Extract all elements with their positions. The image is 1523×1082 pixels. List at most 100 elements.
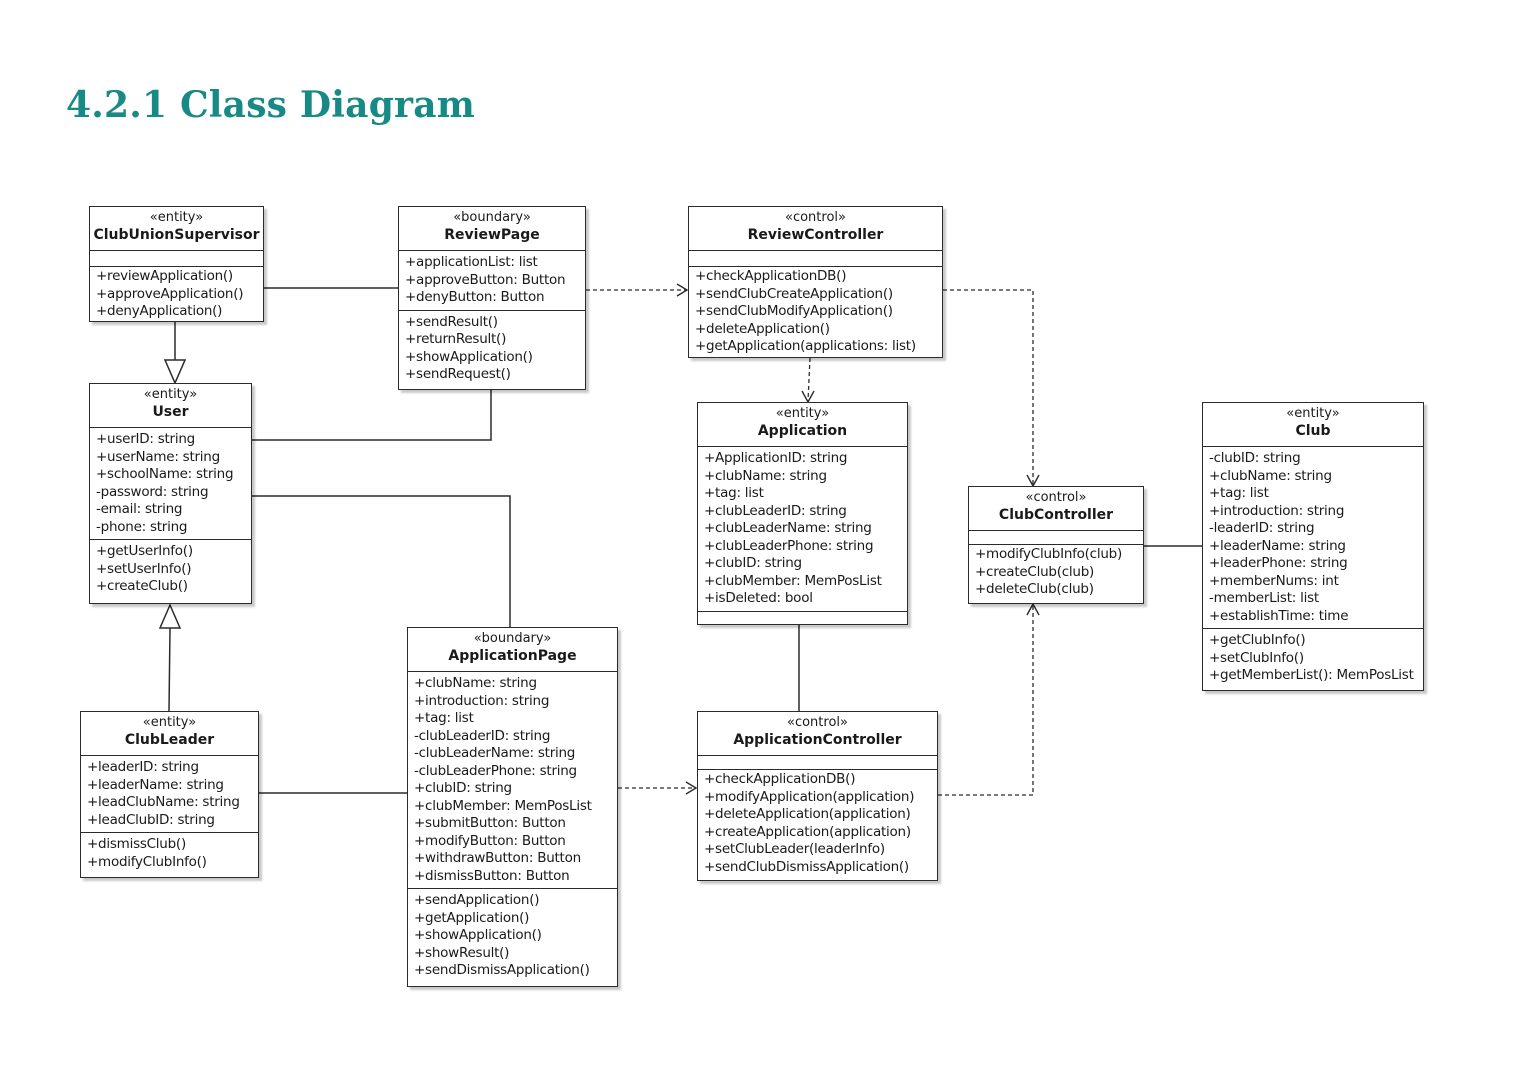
generalization-arrowhead-clubleader	[158, 603, 182, 629]
attribute: +schoolName: string	[96, 466, 234, 482]
attribute: +dismissButton: Button	[414, 867, 570, 884]
attribute: +approveButton: Button	[405, 271, 566, 288]
stereotype: «entity»	[775, 406, 830, 421]
operation: +createClub()	[96, 578, 188, 594]
attribute: +leaderID: string	[87, 759, 199, 775]
attributes-compartment: +ApplicationID: string +clubName: string…	[698, 447, 907, 612]
operation: +deleteApplication()	[695, 320, 830, 337]
attribute: +leaderPhone: string	[1209, 555, 1348, 571]
attribute: +clubLeaderPhone: string	[704, 537, 874, 554]
attribute: +memberNums: int	[1209, 572, 1339, 589]
stereotype: «entity»	[142, 715, 197, 730]
class-header: «boundary» ReviewPage	[399, 207, 585, 251]
operation: +setUserInfo()	[96, 560, 192, 577]
attribute: +leadClubName: string	[87, 794, 240, 810]
operation: +getApplication()	[414, 909, 530, 926]
operation: +deleteClub(club)	[975, 581, 1094, 597]
attributes-compartment: -clubID: string +clubName: string +tag: …	[1203, 447, 1423, 629]
operation: +modifyApplication(application)	[704, 788, 915, 805]
operations-compartment: +modifyClubInfo(club) +createClub(club) …	[969, 545, 1143, 602]
association-user-applicationpage	[252, 495, 511, 627]
stereotype: «control»	[1025, 490, 1087, 505]
stereotype: «entity»	[149, 210, 204, 225]
attribute: -clubLeaderPhone: string	[414, 762, 577, 779]
operation: +approveApplication()	[96, 285, 244, 302]
generalization-arrowhead-supervisor	[163, 359, 187, 385]
class-name: ReviewController	[747, 227, 884, 243]
attribute: +clubLeaderName: string	[704, 520, 872, 536]
attribute: +leadClubID: string	[87, 811, 215, 828]
attributes-compartment: +leaderID: string +leaderName: string +l…	[81, 756, 258, 833]
class-header: «entity» Club	[1203, 403, 1423, 447]
attribute: +leaderName: string	[1209, 537, 1346, 554]
generalization-clubleader-user	[168, 627, 171, 712]
class-name: Application	[757, 423, 848, 439]
attribute: -password: string	[96, 483, 209, 500]
operation: +deleteApplication(application)	[704, 806, 911, 822]
operation: +reviewApplication()	[96, 268, 233, 284]
attribute: -memberList: list	[1209, 590, 1319, 606]
attribute: +ApplicationID: string	[704, 450, 848, 466]
attribute: +tag: list	[704, 485, 764, 501]
attribute: +clubName: string	[704, 467, 827, 484]
operation: +showApplication()	[405, 348, 533, 365]
class-header: «entity» ClubUnionSupervisor	[90, 207, 263, 251]
class-name: ClubController	[998, 507, 1114, 523]
operations-compartment: +reviewApplication() +approveApplication…	[90, 267, 263, 324]
operation: +getMemberList(): MemPosList	[1209, 667, 1414, 683]
attribute: +clubMember: MemPosList	[704, 572, 882, 589]
class-name: ApplicationPage	[448, 648, 577, 664]
operation: +createClub(club)	[975, 563, 1095, 580]
operation: +sendClubModifyApplication()	[695, 303, 893, 319]
operations-compartment: +getUserInfo() +setUserInfo() +createClu…	[90, 540, 251, 599]
attribute: -leaderID: string	[1209, 520, 1315, 536]
operations-compartment: +sendApplication() +getApplication() +sh…	[408, 889, 617, 983]
class-reviewcontroller: «control» ReviewController +checkApplica…	[688, 206, 943, 358]
attribute: +clubID: string	[414, 780, 512, 796]
operation: +denyApplication()	[96, 303, 223, 319]
attribute: +clubName: string	[414, 675, 537, 691]
class-header: «entity» ClubLeader	[81, 712, 258, 756]
attribute: +introduction: string	[1209, 502, 1345, 519]
dependency-applicationcontroller-clubcontroller	[938, 606, 1034, 796]
attribute: +clubID: string	[704, 555, 802, 571]
attribute: +introduction: string	[414, 692, 550, 709]
stereotype: «boundary»	[473, 631, 552, 646]
class-name: ApplicationController	[733, 732, 902, 748]
open-arrowhead-reviewcontroller	[676, 283, 689, 297]
operation: +setClubLeader(leaderInfo)	[704, 841, 885, 857]
operations-compartment: +dismissClub() +modifyClubInfo()	[81, 833, 258, 874]
attribute: +establishTime: time	[1209, 607, 1349, 624]
operations-compartment: +checkApplicationDB() +modifyApplication…	[698, 770, 937, 879]
attribute: +clubLeaderID: string	[704, 502, 847, 519]
attribute: +userName: string	[96, 448, 220, 465]
attribute: -clubID: string	[1209, 450, 1301, 466]
operation: +showApplication()	[414, 927, 542, 943]
class-applicationcontroller: «control» ApplicationController +checkAp…	[697, 711, 938, 881]
stereotype: «entity»	[143, 387, 198, 402]
attribute: -email: string	[96, 501, 183, 517]
operation: +sendClubCreateApplication()	[695, 285, 893, 302]
operation: +sendApplication()	[414, 892, 540, 908]
class-reviewpage: «boundary» ReviewPage +applicationList: …	[398, 206, 586, 390]
attribute: +clubName: string	[1209, 467, 1332, 484]
attribute: +denyButton: Button	[405, 289, 545, 305]
operation: +sendResult()	[405, 313, 498, 330]
attribute: +leaderName: string	[87, 776, 224, 793]
class-header: «control» ClubController	[969, 487, 1143, 531]
attribute: +submitButton: Button	[414, 815, 566, 831]
operation: +modifyClubInfo(club)	[975, 546, 1122, 562]
class-header: «control» ReviewController	[689, 207, 942, 251]
attribute: +userID: string	[96, 431, 195, 447]
attribute: +applicationList: list	[405, 254, 538, 270]
stereotype: «control»	[787, 715, 848, 730]
operation: +checkApplicationDB()	[695, 268, 847, 284]
operation: +getUserInfo()	[96, 543, 193, 559]
operation: +sendRequest()	[405, 366, 511, 382]
class-header: «control» ApplicationController	[698, 712, 937, 756]
attribute: +modifyButton: Button	[414, 832, 566, 849]
dependency-reviewcontroller-clubcontroller	[943, 289, 1034, 485]
stereotype: «boundary»	[453, 210, 531, 225]
operation: +checkApplicationDB()	[704, 771, 856, 787]
operation: +sendDismissApplication()	[414, 962, 590, 978]
